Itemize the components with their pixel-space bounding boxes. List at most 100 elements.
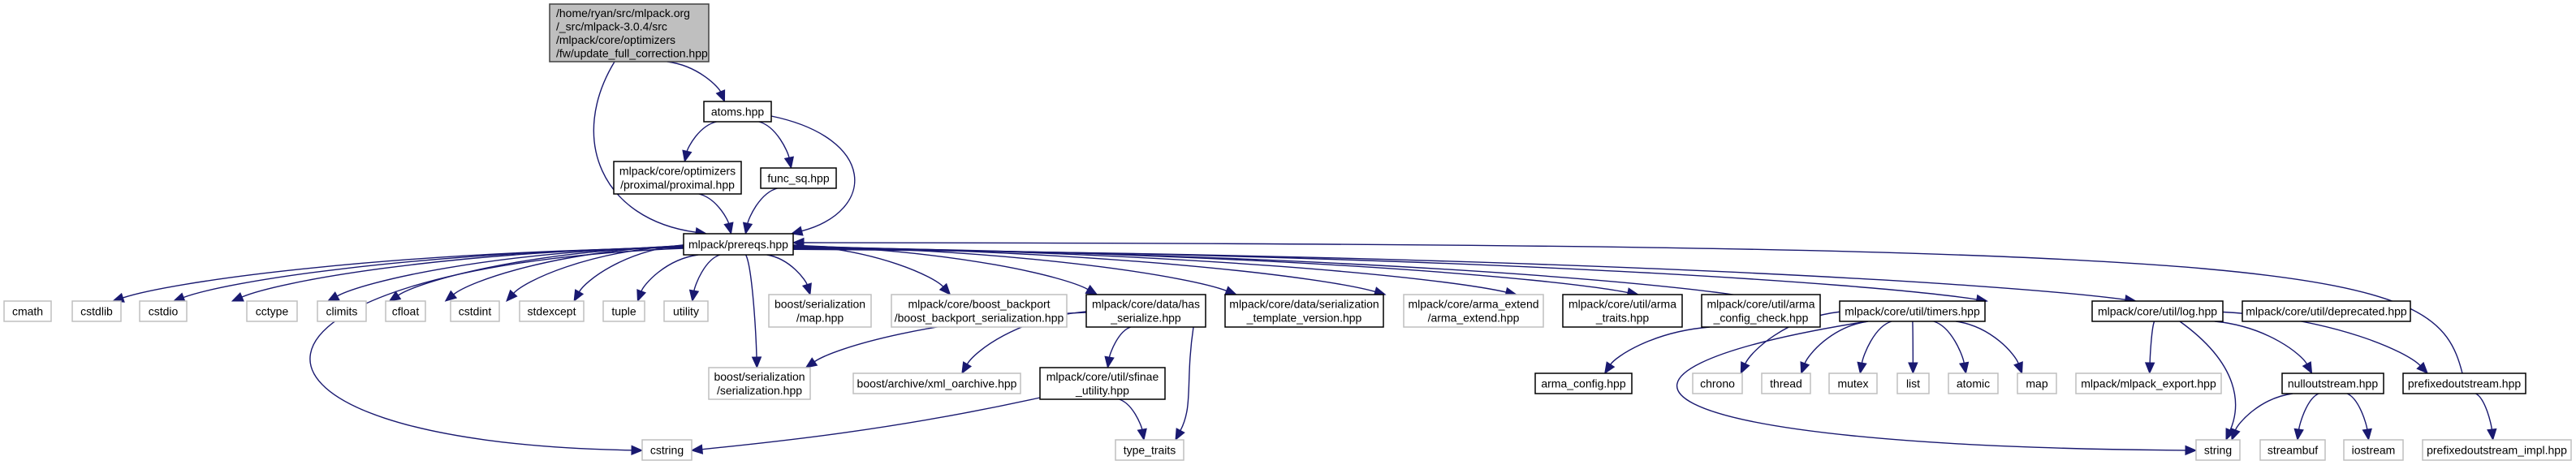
edge-line [1745, 311, 1840, 364]
node-box [683, 233, 794, 256]
node-label: /arma_extend.hpp [1428, 312, 1520, 325]
node-box [2402, 372, 2526, 394]
node-nulloutstream[interactable]: nulloutstream.hpp [2281, 372, 2384, 394]
edge-line [1119, 398, 1143, 430]
edge-atoms-to-prereqs [770, 115, 856, 236]
node-label: mlpack/core/data/serialization [1229, 298, 1379, 311]
node-mutex[interactable]: mutex [1828, 372, 1878, 394]
node-boost-serialization[interactable]: boost/serialization/serialization.hpp [708, 367, 811, 400]
node-box [708, 367, 811, 400]
edge-nulloutstream-to-string [2230, 393, 2293, 441]
node-cstdint[interactable]: cstdint [450, 300, 500, 322]
node-arma-extend[interactable]: mlpack/core/arma_extend/arma_extend.hpp [1403, 294, 1544, 328]
edge-timers-to-chrono [1740, 311, 1840, 375]
node-cctype[interactable]: cctype [246, 300, 298, 322]
node-box [602, 300, 645, 322]
node-chrono[interactable]: chrono [1692, 372, 1743, 394]
node-climits[interactable]: climits [317, 300, 367, 322]
node-box [519, 300, 585, 322]
node-box [1085, 294, 1206, 328]
edge-prereqs-to-cstdint [506, 244, 684, 302]
node-has-serialize[interactable]: mlpack/core/data/has_serialize.hpp [1085, 294, 1206, 328]
node-prefixedoutstream-impl[interactable]: prefixedoutstream_impl.hpp [2422, 439, 2572, 461]
edge-prereqs-to-cfloat [444, 245, 684, 302]
node-atomic[interactable]: atomic [1948, 372, 1999, 394]
node-label: cstdlib [80, 305, 113, 318]
node-boost-backport[interactable]: mlpack/core/boost_backport/boost_backpor… [891, 294, 1068, 328]
arrowhead-icon [1857, 361, 1867, 375]
node-label: cctype [256, 305, 289, 318]
node-mlpack-export[interactable]: mlpack/mlpack_export.hpp [2075, 372, 2222, 394]
edge-line [686, 121, 717, 152]
node-label: _utility.hpp [1075, 384, 1129, 397]
node-box [1039, 367, 1166, 400]
node-deprecated[interactable]: mlpack/core/util/deprecated.hpp [2242, 300, 2411, 322]
node-std-map[interactable]: map [2017, 372, 2057, 394]
arrowhead-icon [805, 357, 818, 368]
edge-line [758, 121, 790, 158]
edge-timers-to-atomic [1933, 321, 1970, 375]
edge-line [398, 245, 684, 296]
node-string[interactable]: string [2195, 439, 2241, 461]
node-list[interactable]: list [1896, 372, 1930, 394]
node-label: mlpack/core/util/timers.hpp [1845, 305, 1980, 318]
node-prefixedoutstream[interactable]: prefixedoutstream.hpp [2402, 372, 2526, 394]
edge-nulloutstream-to-iostream [2346, 393, 2372, 441]
edge-line [453, 245, 684, 295]
node-boost-map[interactable]: boost/serialization/map.hpp [768, 294, 872, 328]
edge-line [1804, 321, 1869, 364]
node-box [852, 372, 1021, 394]
node-box [1562, 294, 1683, 328]
node-box [450, 300, 500, 322]
arrowhead-icon [172, 292, 186, 303]
node-timers[interactable]: mlpack/core/util/timers.hpp [1839, 300, 1986, 322]
node-iostream[interactable]: iostream [2343, 439, 2404, 461]
node-label: /_src/mlpack-3.0.4/src [556, 19, 667, 32]
node-cstdlib[interactable]: cstdlib [71, 300, 122, 322]
node-streambuf[interactable]: streambuf [2259, 439, 2326, 461]
node-label: mlpack/core/data/has [1092, 298, 1200, 311]
node-label: mlpack/core/util/arma [1568, 298, 1676, 311]
node-proximal[interactable]: mlpack/core/optimizers/proximal/proximal… [613, 161, 742, 195]
node-cstdio[interactable]: cstdio [139, 300, 188, 322]
node-label: /proximal/proximal.hpp [620, 179, 735, 192]
node-label: /serialization.hpp [717, 384, 802, 397]
arrowhead-icon [790, 226, 804, 236]
node-label: map [2026, 377, 2047, 390]
edge-has-serialize-to-sfinae [1104, 326, 1132, 369]
node-prereqs[interactable]: mlpack/prereqs.hpp [683, 233, 794, 256]
node-stdexcept[interactable]: stdexcept [519, 300, 585, 322]
node-label: func_sq.hpp [767, 172, 829, 185]
node-ser-template[interactable]: mlpack/core/data/serialization_template_… [1224, 294, 1384, 328]
node-label: /mlpack/core/optimizers [556, 33, 675, 46]
node-arma-config[interactable]: arma_config.hpp [1534, 372, 1633, 394]
edge-nulloutstream-to-streambuf [2293, 393, 2319, 441]
node-box [768, 294, 872, 328]
node-tuple[interactable]: tuple [602, 300, 645, 322]
arrowhead-icon [938, 282, 951, 295]
edge-line [578, 244, 684, 293]
node-cfloat[interactable]: cfloat [385, 300, 426, 322]
node-cstring[interactable]: cstring [641, 439, 693, 461]
node-box [1224, 294, 1384, 328]
node-arma-traits[interactable]: mlpack/core/util/arma_traits.hpp [1562, 294, 1683, 328]
node-sfinae[interactable]: mlpack/core/util/sfinae_utility.hpp [1039, 367, 1166, 400]
node-label: streambuf [2267, 444, 2318, 457]
node-atoms[interactable]: atoms.hpp [703, 101, 772, 123]
edge-timers-to-std-map [1956, 321, 2023, 375]
node-type-traits[interactable]: type_traits [1115, 439, 1184, 461]
node-label: mlpack/core/util/arma [1707, 298, 1814, 311]
node-xml-oarchive[interactable]: boost/archive/xml_oarchive.hpp [852, 372, 1021, 394]
node-label: /boost_backport_serialization.hpp [895, 312, 1064, 325]
node-cmath[interactable]: cmath [3, 300, 52, 322]
node-utility[interactable]: utility [663, 300, 709, 322]
node-root[interactable]: /home/ryan/src/mlpack.org/_src/mlpack-3.… [549, 3, 710, 62]
edge-line [2298, 393, 2319, 430]
node-arma-config-check[interactable]: mlpack/core/util/arma_config_check.hpp [1701, 294, 1821, 328]
node-label: cfloat [392, 305, 420, 318]
node-label: list [1906, 377, 1920, 390]
arrowhead-icon [326, 291, 340, 302]
node-func-sq[interactable]: func_sq.hpp [760, 167, 837, 189]
node-log[interactable]: mlpack/core/util/log.hpp [2091, 300, 2224, 322]
node-thread[interactable]: thread [1761, 372, 1811, 394]
